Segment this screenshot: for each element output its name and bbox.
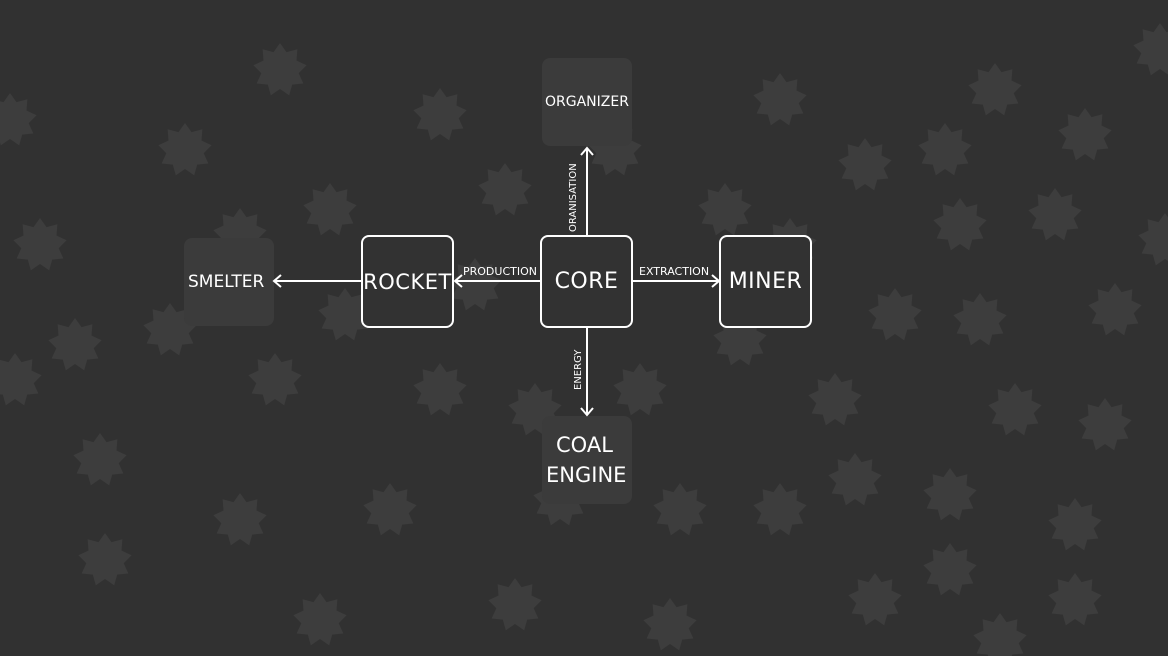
gear-icon [1058, 108, 1112, 161]
gear-icon [868, 288, 922, 341]
gear-icon [828, 453, 882, 506]
gear-icon [753, 73, 807, 126]
gear-icon [1138, 213, 1168, 266]
gear-icon [643, 598, 697, 651]
gear-icon [303, 183, 357, 236]
coal-engine-label-line2: ENGINE [546, 463, 627, 487]
gear-icon [808, 373, 862, 426]
gear-icon [253, 43, 307, 96]
gear-icon [48, 318, 102, 371]
gear-icon [613, 363, 667, 416]
miner-label: MINER [728, 269, 803, 294]
smelter-tile[interactable] [184, 238, 274, 326]
gear-icon [13, 218, 67, 271]
gear-icon [1048, 573, 1102, 626]
coal-engine-label-line1: COAL [556, 433, 613, 457]
gear-icon [248, 353, 302, 406]
gear-icon [293, 593, 347, 646]
gear-icon [923, 468, 977, 521]
production-label: PRODUCTION [463, 265, 537, 278]
gear-icon [933, 198, 987, 251]
gear-icon [0, 353, 42, 406]
extraction-label: EXTRACTION [639, 265, 710, 278]
gear-icon [73, 433, 127, 486]
organizer-tile[interactable] [542, 58, 632, 146]
rocket-node[interactable]: ROCKET [361, 235, 454, 328]
gear-icon [488, 578, 542, 631]
gear-icon [838, 138, 892, 191]
gear-icon [1028, 188, 1082, 241]
gear-icon [1048, 498, 1102, 551]
energy-label: ENERGY [573, 349, 584, 390]
gear-icon [363, 483, 417, 536]
gear-icon [918, 123, 972, 176]
core-node[interactable]: CORE [540, 235, 633, 328]
gear-icon [413, 363, 467, 416]
gear-icon [923, 543, 977, 596]
gear-icon [953, 293, 1007, 346]
organizer-label: ORGANIZER [545, 94, 629, 110]
gear-icon [973, 613, 1027, 656]
smelter-label: SMELTER [188, 272, 265, 292]
gear-icon [78, 533, 132, 586]
gear-icon [0, 93, 37, 146]
gear-icon [988, 383, 1042, 436]
gear-icon [753, 483, 807, 536]
gear-icon [478, 163, 532, 216]
rocket-label: ROCKET [363, 269, 452, 294]
miner-node[interactable]: MINER [719, 235, 812, 328]
gear-icon [848, 573, 902, 626]
core-label: CORE [554, 269, 619, 294]
coal-engine-tile[interactable] [542, 416, 632, 504]
organisation-label: ORANISATION [568, 163, 579, 232]
gear-icon [143, 303, 197, 356]
gear-icon [213, 493, 267, 546]
gear-icon [1078, 398, 1132, 451]
gear-icon [1133, 23, 1168, 76]
gear-icon [698, 183, 752, 236]
gear-icon [158, 123, 212, 176]
gear-icon [968, 63, 1022, 116]
gear-icon [653, 483, 707, 536]
gear-icon [318, 288, 372, 341]
gear-icon [413, 88, 467, 141]
gear-icon [1088, 283, 1142, 336]
gear-icon [448, 258, 502, 311]
